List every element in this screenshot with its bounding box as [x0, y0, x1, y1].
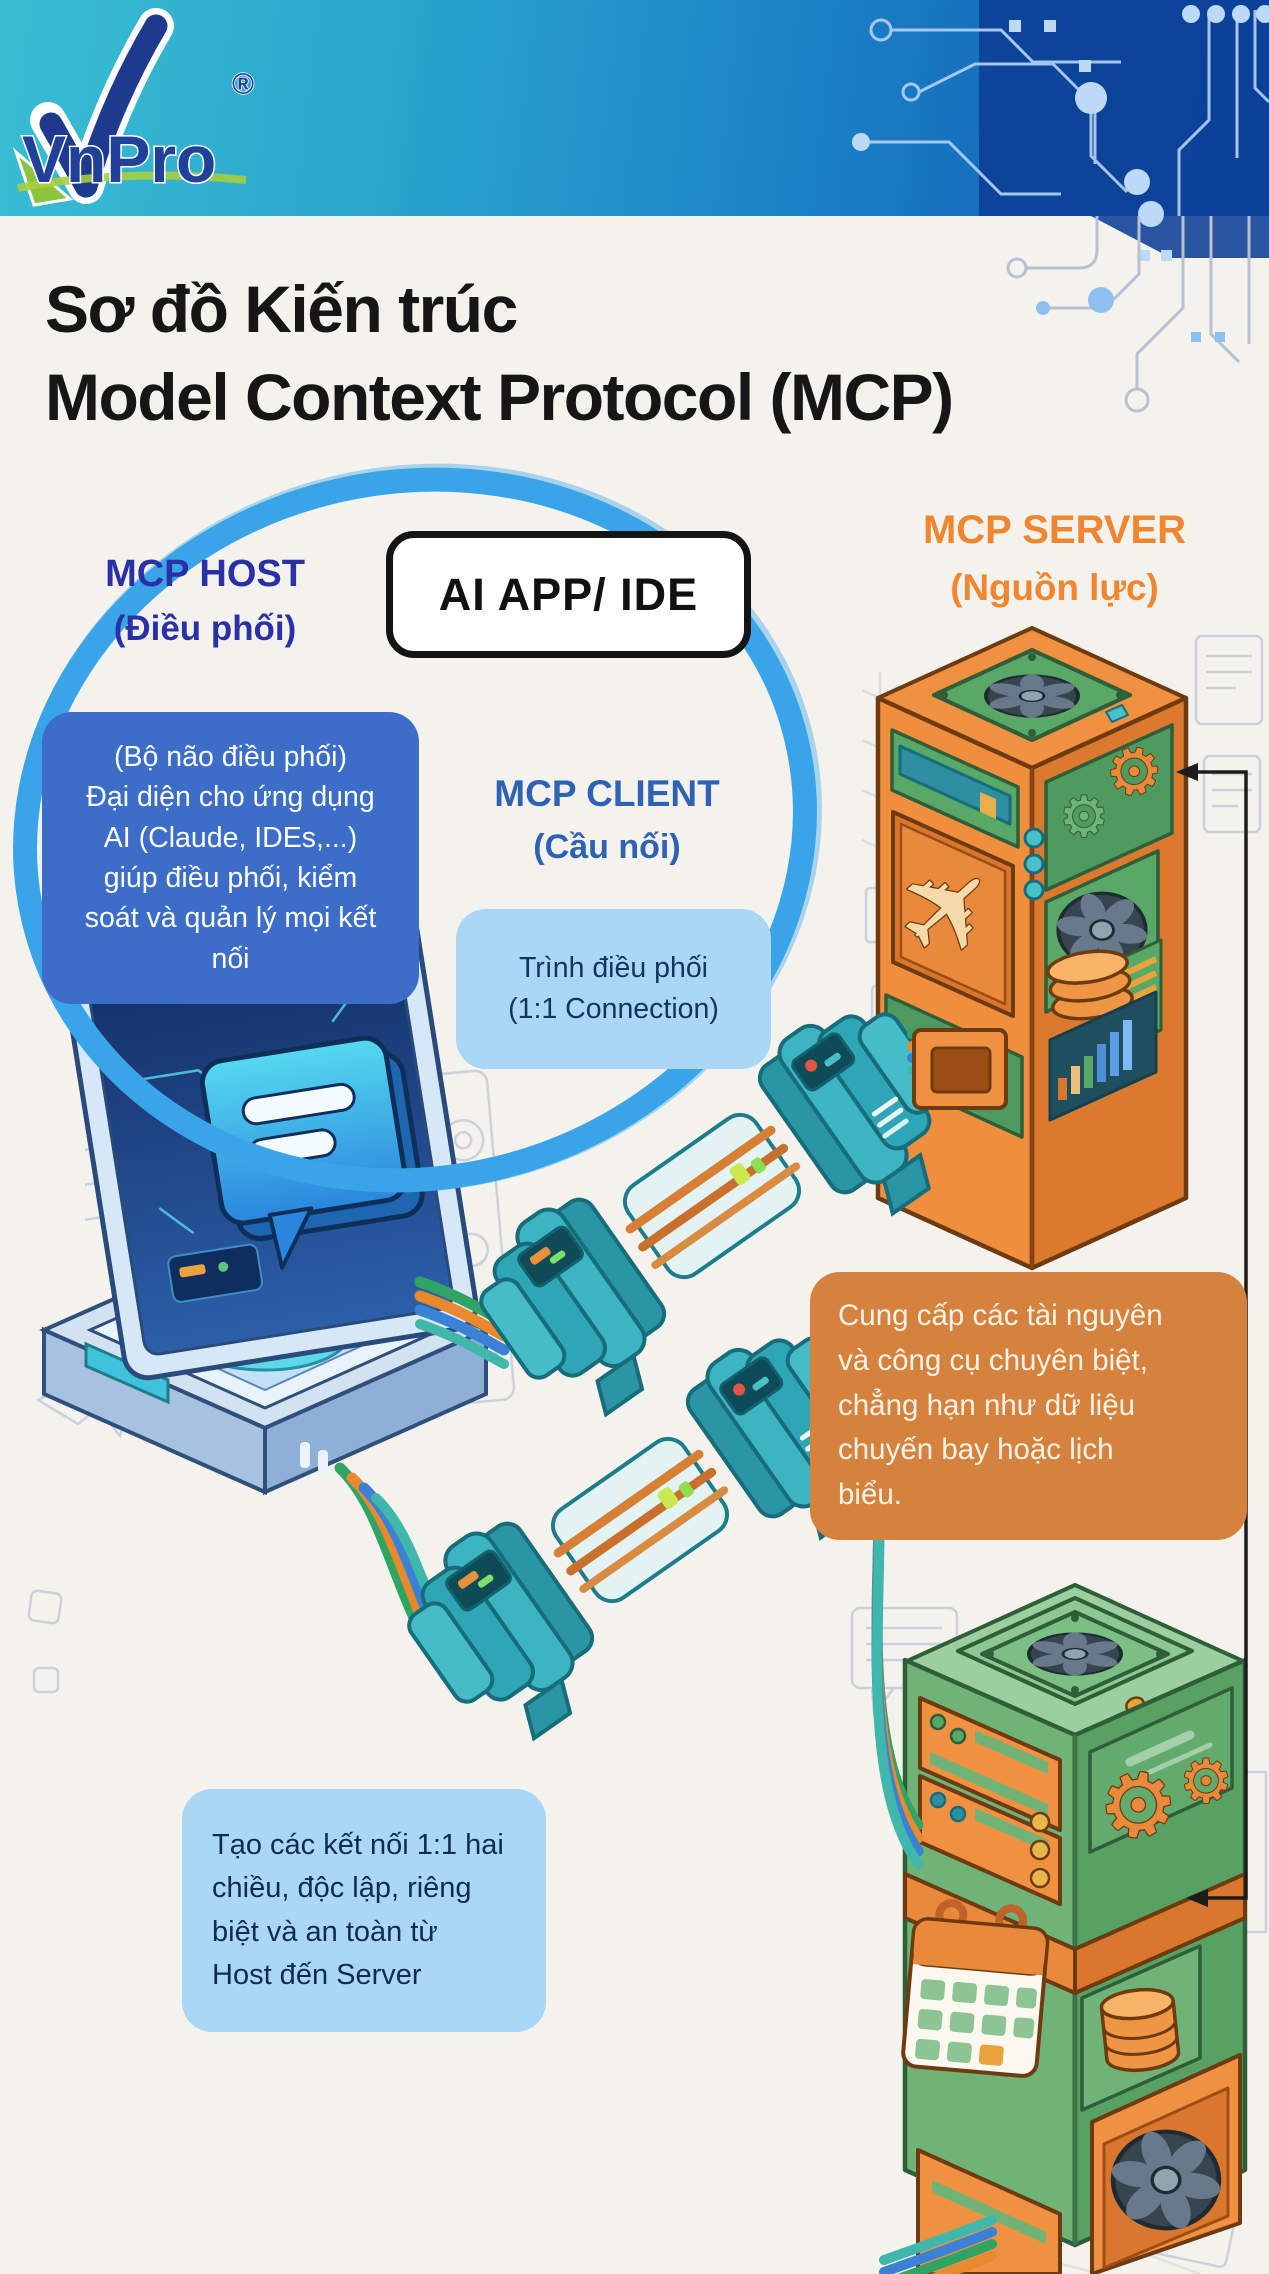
server-label-line2: (Nguồn lực) — [950, 567, 1159, 608]
gear-icon: ⚙ — [1179, 1748, 1233, 1815]
ai-app-ide-label: AI APP/ IDE — [438, 568, 699, 620]
connection-description-box: Tạo các kết nối 1:1 hai chiều, độc lập, … — [182, 1789, 546, 2032]
server-description-text: Cung cấp các tài nguyên và công cụ chuyê… — [838, 1298, 1163, 1512]
label-mcp-host: MCP HOST (Điều phối) — [55, 546, 355, 655]
title-line-2: Model Context Protocol (MCP) — [45, 359, 954, 434]
logo-green-wedge — [12, 147, 74, 207]
sketch-square-2 — [32, 1666, 60, 1694]
cable-bundle-bottom-exit — [879, 2215, 997, 2274]
circuit-decoration — [852, 0, 1269, 413]
gear-icon: ⚙ — [1059, 785, 1109, 848]
sketch-square-1 — [27, 1589, 63, 1625]
host-label-line1: MCP HOST — [105, 553, 305, 595]
logo-swoosh — [17, 171, 247, 192]
host-computer-illustration — [39, 903, 491, 1496]
circuit-traces-light — [1006, 216, 1251, 413]
gear-panel — [1044, 723, 1174, 892]
monitor-screen — [61, 903, 479, 1381]
database-icon — [1046, 949, 1134, 1021]
ai-app-ide-box: AI APP/ IDE — [386, 531, 751, 658]
client-description-box: Trình điều phối (1:1 Connection) — [456, 909, 771, 1069]
connection-description-text: Tạo các kết nối 1:1 hai chiều, độc lập, … — [212, 1828, 504, 1992]
client-label-line1: MCP CLIENT — [494, 773, 720, 814]
label-mcp-server: MCP SERVER (Nguồn lực) — [862, 500, 1247, 615]
gear-icon: ⚙ — [1091, 1750, 1186, 1861]
label-mcp-client: MCP CLIENT (Cầu nối) — [452, 766, 762, 873]
mcp-server-orange-tower: ✈ ⚙ ⚙ — [867, 626, 1189, 1271]
circuit-traces — [861, 10, 1269, 216]
registered-mark: ® — [232, 68, 254, 101]
server-description-box: Cung cấp các tài nguyên và công cụ chuyê… — [810, 1272, 1247, 1540]
title-line-1: Sơ đồ Kiến trúc — [45, 272, 518, 346]
arrowhead-left-bottom — [1186, 1889, 1208, 1907]
mcp-server-green-tower: ⚙ ⚙ — [901, 1583, 1248, 2274]
server-slat-panel — [918, 1696, 1062, 1832]
server-label-line1: MCP SERVER — [922, 508, 1187, 552]
client-label-line2: (Cầu nối) — [533, 827, 681, 866]
server-slat-panel — [918, 1774, 1062, 1906]
chat-bubble-icon — [199, 1035, 425, 1270]
bar-chart-icon — [1058, 1020, 1132, 1100]
host-description-box: (Bộ não điều phối) Đại diện cho ứng dụng… — [42, 712, 419, 1004]
client-description-text: Trình điều phối (1:1 Connection) — [508, 951, 719, 1025]
host-label-line2: (Điều phối) — [113, 609, 297, 648]
server-port-block — [912, 1028, 1008, 1110]
calendar-icon — [901, 1899, 1050, 2078]
arrowhead-left-top — [1176, 763, 1198, 781]
glass-panel — [1088, 1686, 1234, 1854]
logo-text: VnPro — [22, 122, 216, 196]
vnpro-logo: VnPro ® — [12, 8, 255, 207]
host-description-text: (Bộ não điều phối) Đại diện cho ứng dụng… — [84, 740, 377, 975]
page-title: Sơ đồ Kiến trúc Model Context Protocol (… — [45, 266, 954, 442]
database-icon — [1099, 1987, 1181, 2073]
